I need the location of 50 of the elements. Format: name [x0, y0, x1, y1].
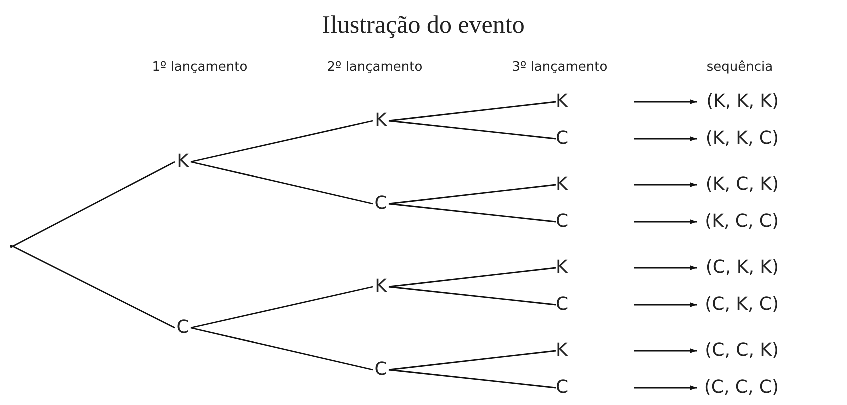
- arrow: [634, 386, 697, 390]
- sequence-label: (C, C, K): [697, 340, 779, 362]
- arrow: [634, 302, 697, 308]
- sequence-label: (K, C, C): [697, 211, 779, 233]
- outcome-label: K: [373, 110, 389, 132]
- branch-line: [12, 161, 176, 248]
- branch-line: [388, 286, 556, 306]
- branch-line: [388, 350, 556, 371]
- column-header: 2º lançamento: [327, 60, 423, 75]
- arrow: [634, 100, 697, 104]
- outcome-label: K: [373, 276, 389, 298]
- sequence-label: (C, K, K): [697, 257, 779, 279]
- outcome-label: C: [175, 317, 191, 339]
- sequence-label: (C, K, C): [697, 294, 779, 316]
- branch-line: [190, 161, 374, 205]
- column-header: 1º lançamento: [152, 60, 248, 75]
- outcome-label: C: [556, 294, 634, 316]
- outcome-label: C: [556, 211, 634, 233]
- outcome-label: K: [556, 257, 634, 279]
- outcome-label: K: [556, 91, 634, 113]
- sequence-label: (C, C, C): [697, 377, 779, 399]
- branch-line: [388, 101, 556, 122]
- arrow: [634, 266, 697, 270]
- outcome-label: C: [556, 377, 634, 399]
- arrow: [634, 348, 697, 354]
- arrow: [634, 136, 697, 142]
- branch-line: [190, 120, 374, 163]
- column-header: 3º lançamento: [512, 60, 608, 75]
- branch-line: [388, 120, 556, 140]
- branch-line: [190, 327, 374, 371]
- outcome-label: C: [556, 128, 634, 150]
- column-header: sequência: [706, 60, 774, 75]
- outcome-label: K: [556, 340, 634, 362]
- branch-point: [10, 245, 13, 248]
- branch-line: [388, 203, 556, 223]
- branch-line: [12, 246, 176, 329]
- branch-line: [388, 369, 556, 389]
- outcome-label: K: [175, 151, 191, 173]
- arrow: [634, 220, 697, 224]
- branch-line: [190, 286, 374, 329]
- outcome-label: C: [373, 193, 389, 215]
- branch-line: [388, 184, 556, 205]
- sequence-label: (K, K, K): [697, 91, 779, 113]
- outcome-label: K: [556, 174, 634, 196]
- title: Ilustração do evento: [321, 12, 526, 40]
- sequence-label: (K, K, C): [697, 128, 779, 150]
- sequence-label: (K, C, K): [697, 174, 779, 196]
- outcome-label: C: [373, 359, 389, 381]
- arrow: [634, 182, 697, 188]
- branch-line: [388, 267, 556, 288]
